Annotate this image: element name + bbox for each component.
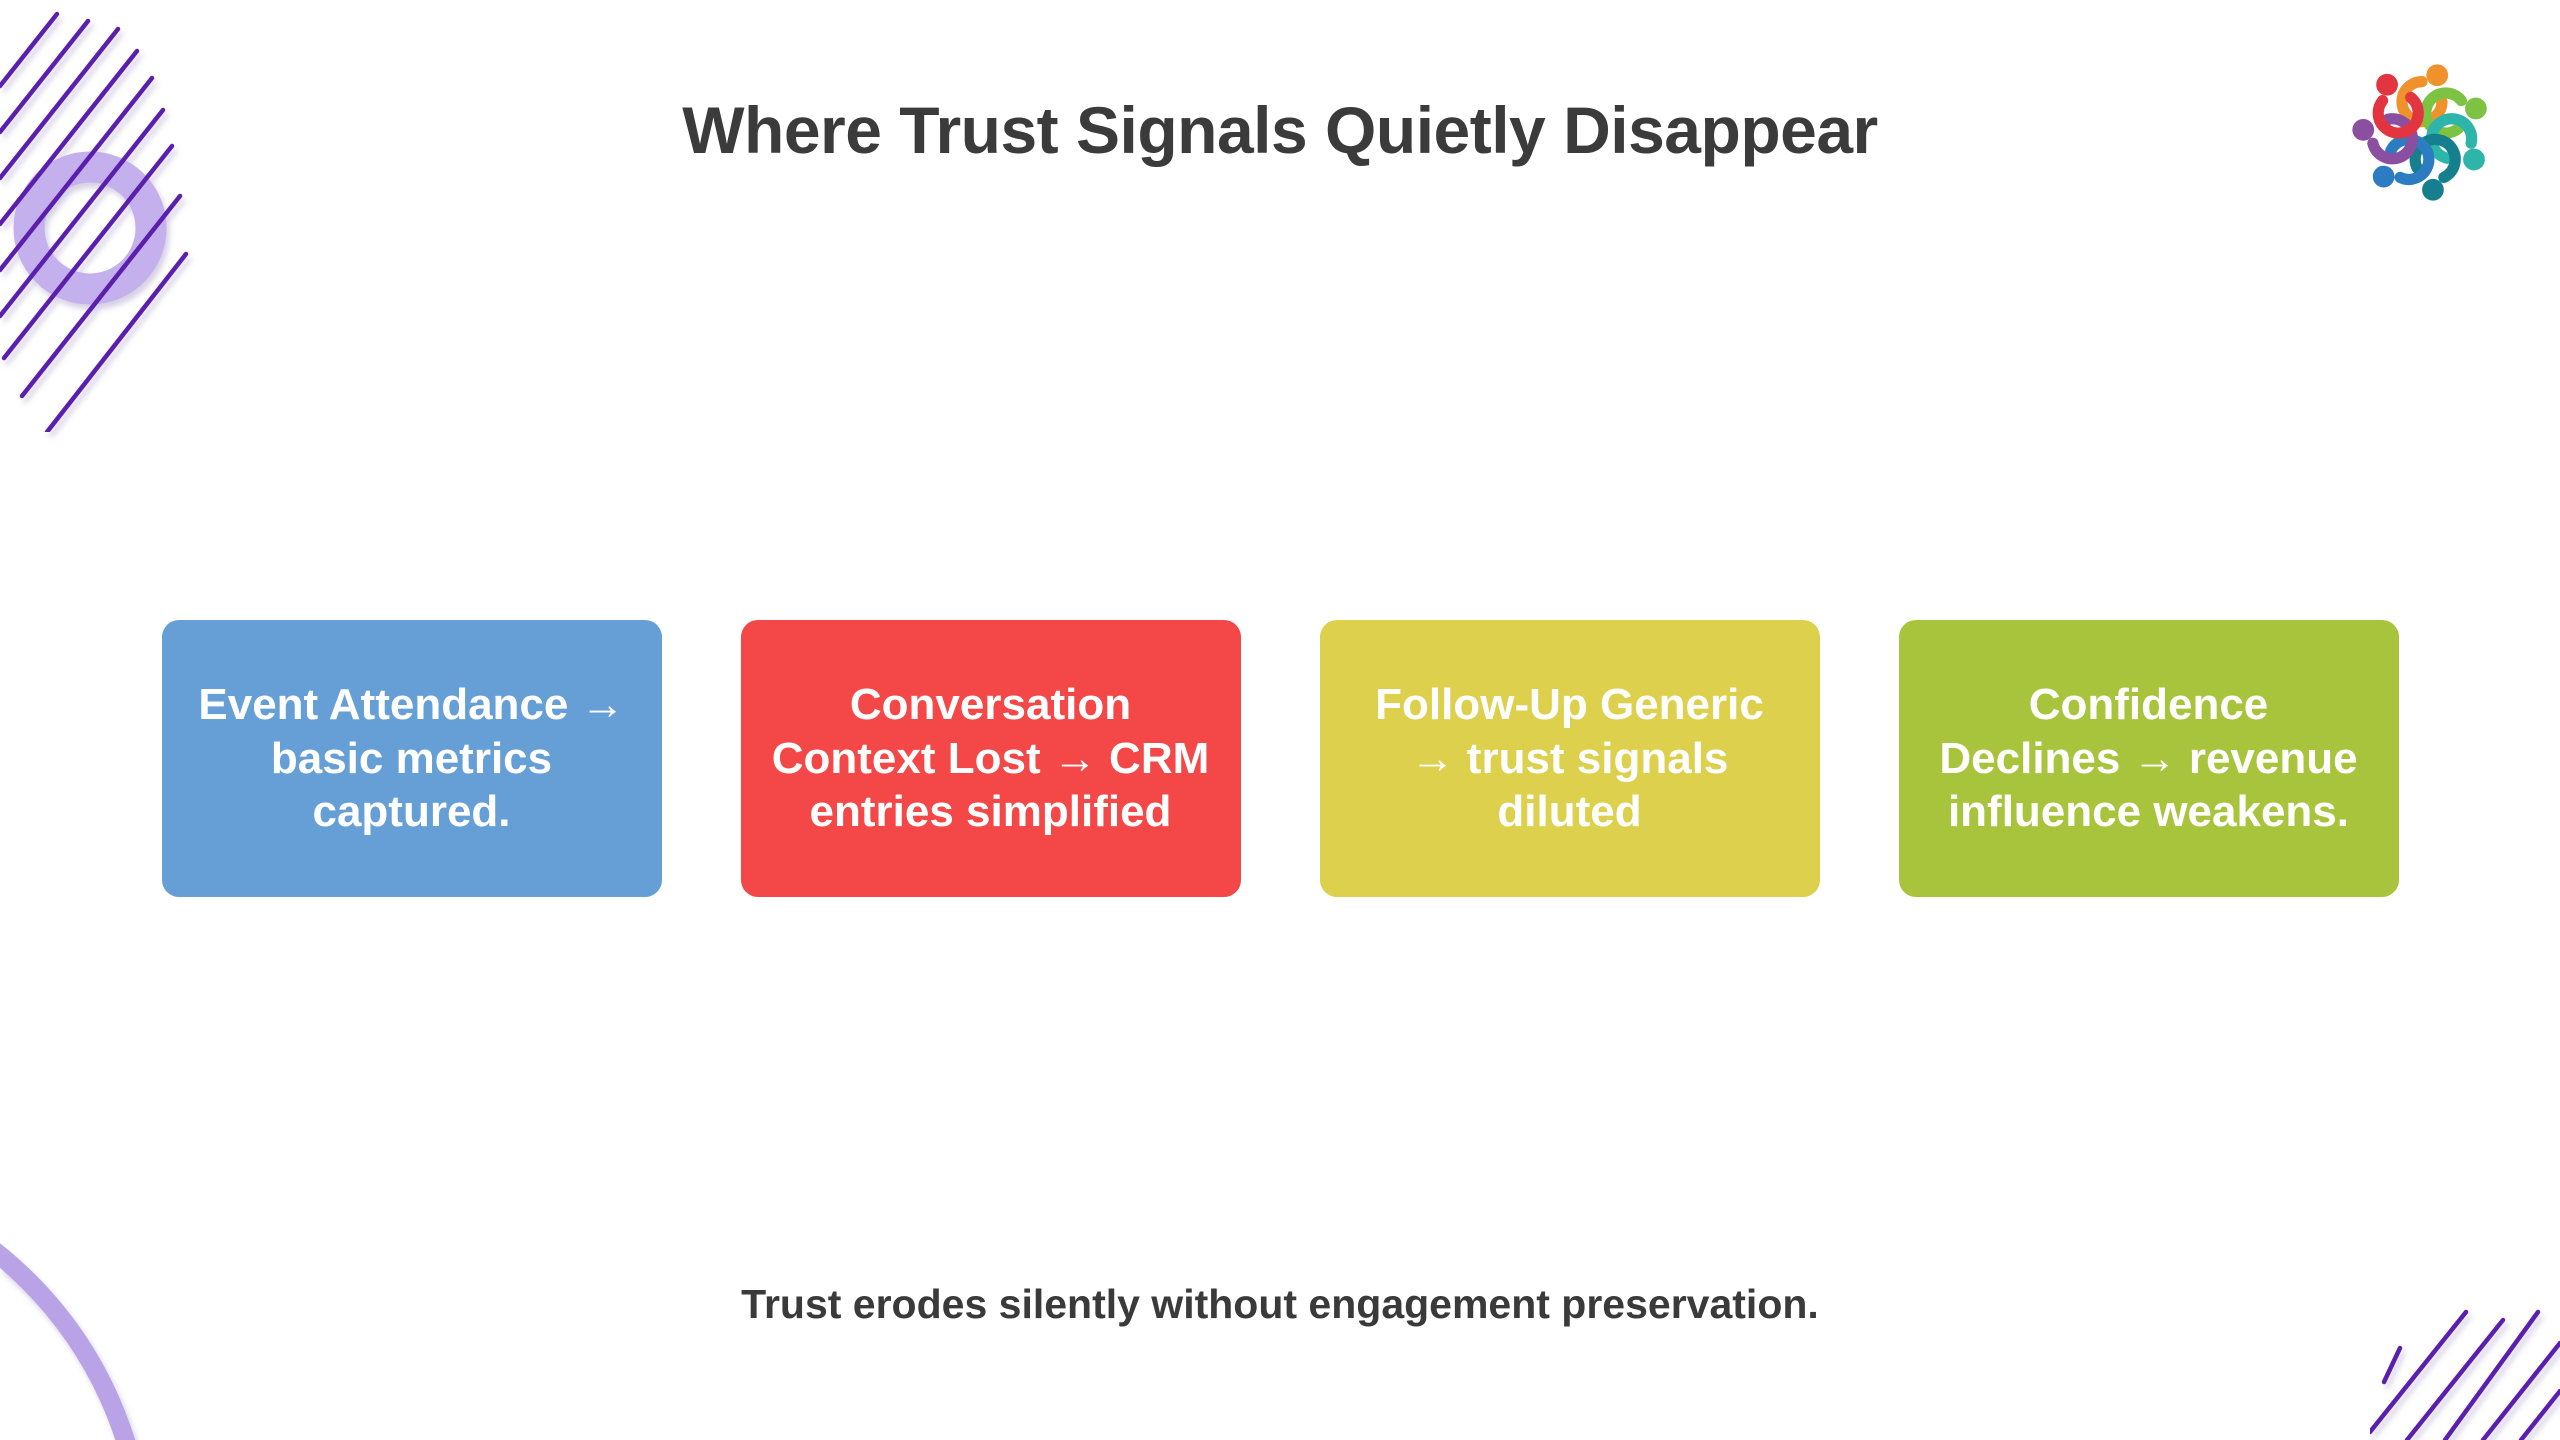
ring-shape	[13, 151, 167, 305]
brand-logo	[2338, 52, 2506, 212]
footer-caption: Trust erodes silently without engagement…	[741, 1281, 1819, 1327]
logo-person-shape	[2372, 133, 2435, 188]
people-ring-logo-icon	[2352, 64, 2487, 201]
logo-person-shape	[2372, 73, 2424, 139]
logo-person-shape	[2426, 113, 2485, 171]
logo-person-shape	[2352, 113, 2418, 165]
cards-row: Event Attendance → basic metrics capture…	[0, 620, 2560, 897]
page-title: Where Trust Signals Quietly Disappear	[682, 93, 1878, 167]
diagonal-lines-group	[2370, 1309, 2560, 1440]
card-conversation-context: Conversation Context Lost → CRM entries …	[740, 620, 1241, 897]
card-event-attendance: Event Attendance → basic metrics capture…	[161, 620, 662, 897]
logo-person-shape	[2409, 133, 2461, 201]
logo-person-shape	[2420, 87, 2487, 139]
diagonal-lines-group	[0, 11, 189, 432]
card-follow-up-generic: Follow-Up Generic → trust signals dilute…	[1319, 620, 1820, 897]
card-confidence-declines: Confidence Declines → revenue influence …	[1898, 620, 2399, 897]
logo-person-shape	[2396, 64, 2449, 128]
corner-decoration-top-left-icon	[0, 11, 189, 432]
